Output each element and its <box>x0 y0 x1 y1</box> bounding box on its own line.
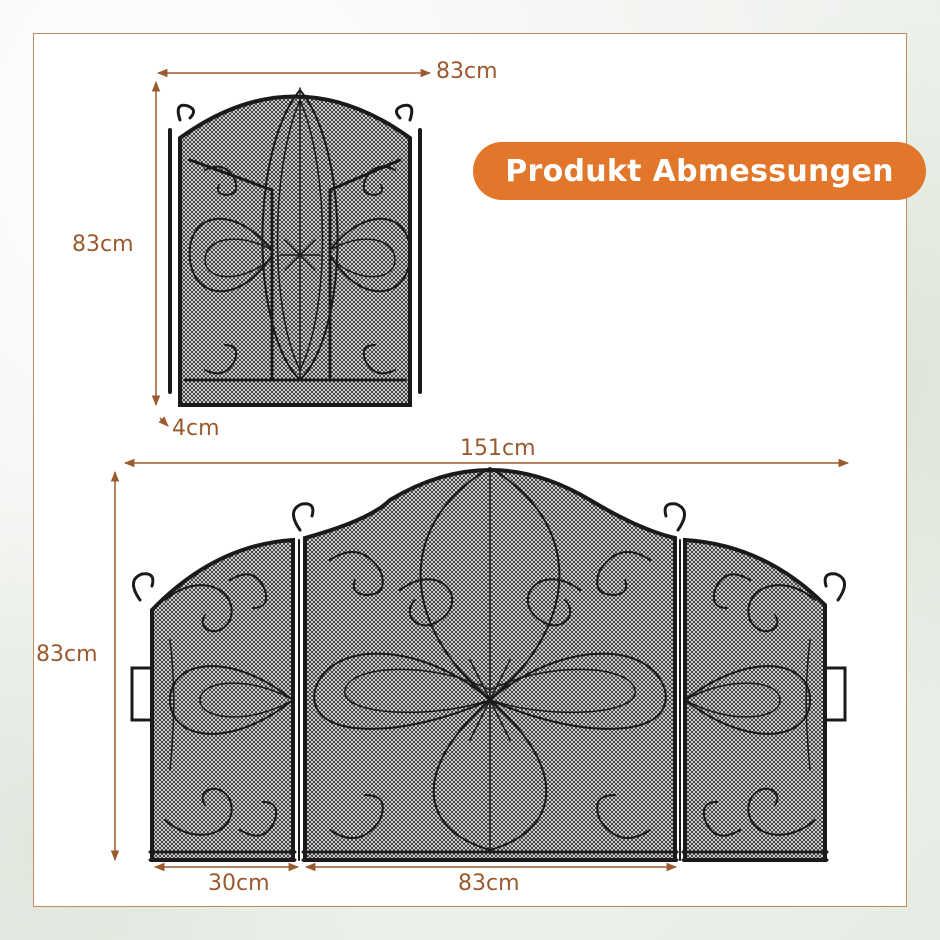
folded-height-label: 83cm <box>72 232 134 257</box>
section-heading: Produkt Abmessungen <box>473 142 926 200</box>
total-height-label: 83cm <box>36 642 98 667</box>
expanded-screen-image <box>130 466 847 862</box>
total-width-label: 151cm <box>460 436 536 461</box>
folded-width-label: 83cm <box>436 59 498 84</box>
folded-screen-image <box>168 87 422 407</box>
folded-depth-label: 4cm <box>172 416 220 441</box>
side-panel-width-label: 30cm <box>208 871 270 896</box>
center-panel-width-label: 83cm <box>458 871 520 896</box>
folded-depth-arrow <box>158 416 169 427</box>
